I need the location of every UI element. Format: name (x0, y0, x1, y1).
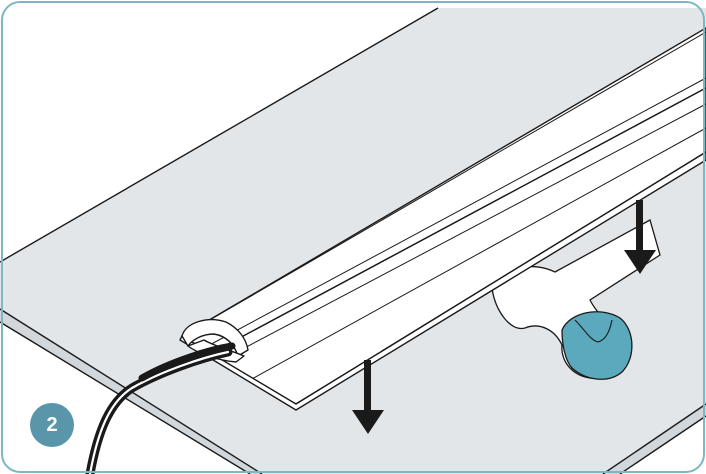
down-arrow-icon (624, 200, 656, 274)
step-number: 2 (46, 413, 58, 436)
power-cable (85, 342, 236, 474)
down-arrow-icon (352, 360, 384, 434)
adhesive-tape (491, 219, 661, 380)
step-badge: 2 (30, 403, 74, 447)
